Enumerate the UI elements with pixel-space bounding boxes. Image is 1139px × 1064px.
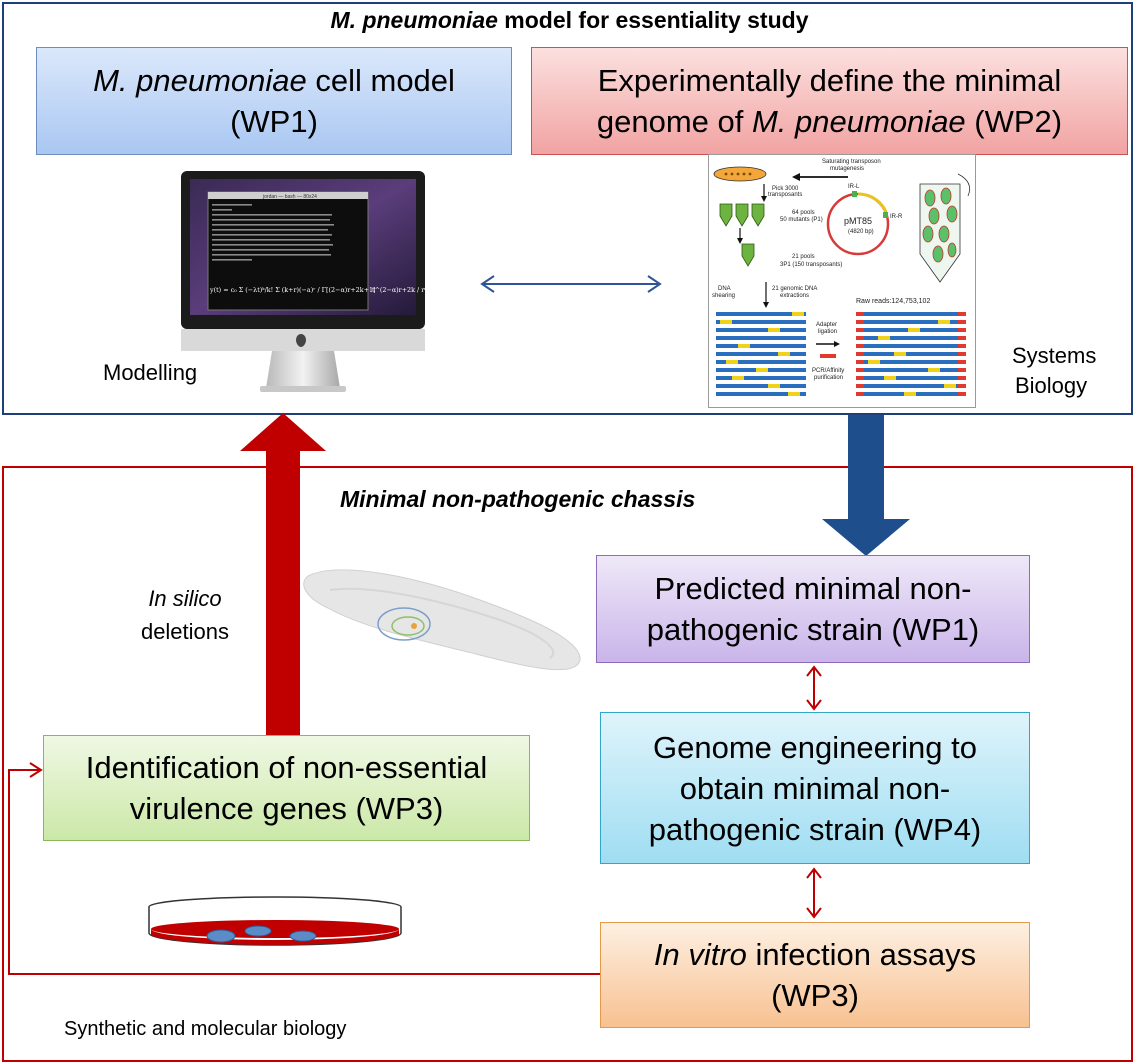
in-vitro-infection-box: In vitro infection assays (WP3) [600,922,1030,1028]
svg-text:(4820 bp): (4820 bp) [848,229,874,235]
bottom-panel-title: Minimal non-pathogenic chassis [340,486,696,512]
svg-text:mutagenesis: mutagenesis [830,166,864,172]
big-red-up-arrow [240,413,326,737]
formula-left: y(t) = c₀ Σ (−λt)ᵏ/k! Σ (k+r)(−a)ʳ / Γ[(… [209,286,376,294]
svg-text:purification: purification [814,375,843,381]
svg-text:21 pools: 21 pools [792,254,815,260]
transposon-protocol-figure: Saturating transposon mutagenesis Pick 3… [708,154,976,408]
bottom-panel [2,466,1133,1062]
double-arrow-horizontal [480,275,662,293]
double-arrow-vertical-2 [806,867,822,919]
svg-text:IR-R: IR-R [890,214,903,220]
genome-engineering-box: Genome engineering to obtain minimal non… [600,712,1030,864]
top-panel-title: M. pneumoniae model for essentiality stu… [330,7,809,33]
svg-text:Pick 3000: Pick 3000 [772,186,799,192]
svg-text:Raw reads:124,753,102: Raw reads:124,753,102 [856,298,930,305]
double-arrow-vertical-1 [806,665,822,711]
svg-text:IR-L: IR-L [848,184,860,190]
svg-text:PCR/Affinity: PCR/Affinity [812,368,844,374]
petri-dish-icon [148,896,402,946]
feedback-connector-arrow [8,762,600,975]
svg-text:50 mutants (P1): 50 mutants (P1) [780,217,823,223]
svg-text:64 pools: 64 pools [792,210,815,216]
svg-text:3P1 (150 transposants): 3P1 (150 transposants) [780,262,842,268]
predicted-minimal-strain-box: Predicted minimal non- pathogenic strain… [596,555,1030,663]
svg-text:Saturating transposon: Saturating transposon [822,159,881,165]
svg-text:21 genomic DNA: 21 genomic DNA [772,286,817,292]
computer-icon: jordan — bash — 80x24 y(t) = c₀ Σ (−λt)ᵏ… [181,171,426,392]
wp1-cell-model-box: M. pneumoniae cell model (WP1) [36,47,512,155]
svg-text:DNA: DNA [718,286,731,292]
svg-text:extractions: extractions [780,293,809,299]
svg-text:transposants: transposants [768,192,802,198]
big-blue-down-arrow [822,415,910,556]
synthetic-biology-label: Synthetic and molecular biology [64,1018,347,1040]
top-panel [2,2,1133,415]
in-silico-deletions-label: In silico deletions [140,586,230,644]
wp2-minimal-genome-box: Experimentally define the minimal genome… [531,47,1128,155]
svg-text:ligation: ligation [818,329,837,335]
mycoplasma-cell-icon [303,569,581,671]
identification-virulence-box: Identification of non-essential virulenc… [43,735,530,841]
systems-biology-label: Systems Biology [1012,343,1097,398]
svg-text:shearing: shearing [712,293,735,299]
formula-right: t^(2−α)r+2k / rᶦ [372,286,426,294]
svg-text:Adapter: Adapter [816,322,837,328]
modelling-label: Modelling [103,360,198,385]
terminal-title: jordan — bash — 80x24 [262,194,317,200]
svg-text:pMT85: pMT85 [844,216,872,226]
